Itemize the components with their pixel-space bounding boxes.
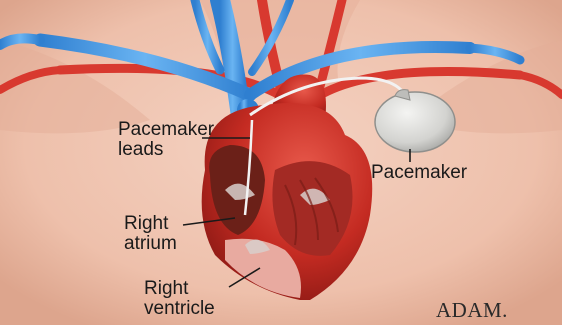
label-pacemaker: Pacemaker (371, 163, 467, 183)
label-right-ventricle: Right ventricle (144, 279, 215, 319)
label-pacemaker-leads: Pacemaker leads (118, 120, 214, 160)
pacemaker-device (375, 92, 455, 152)
adam-watermark: ADAM. (436, 298, 508, 323)
label-right-atrium: Right atrium (124, 214, 177, 254)
